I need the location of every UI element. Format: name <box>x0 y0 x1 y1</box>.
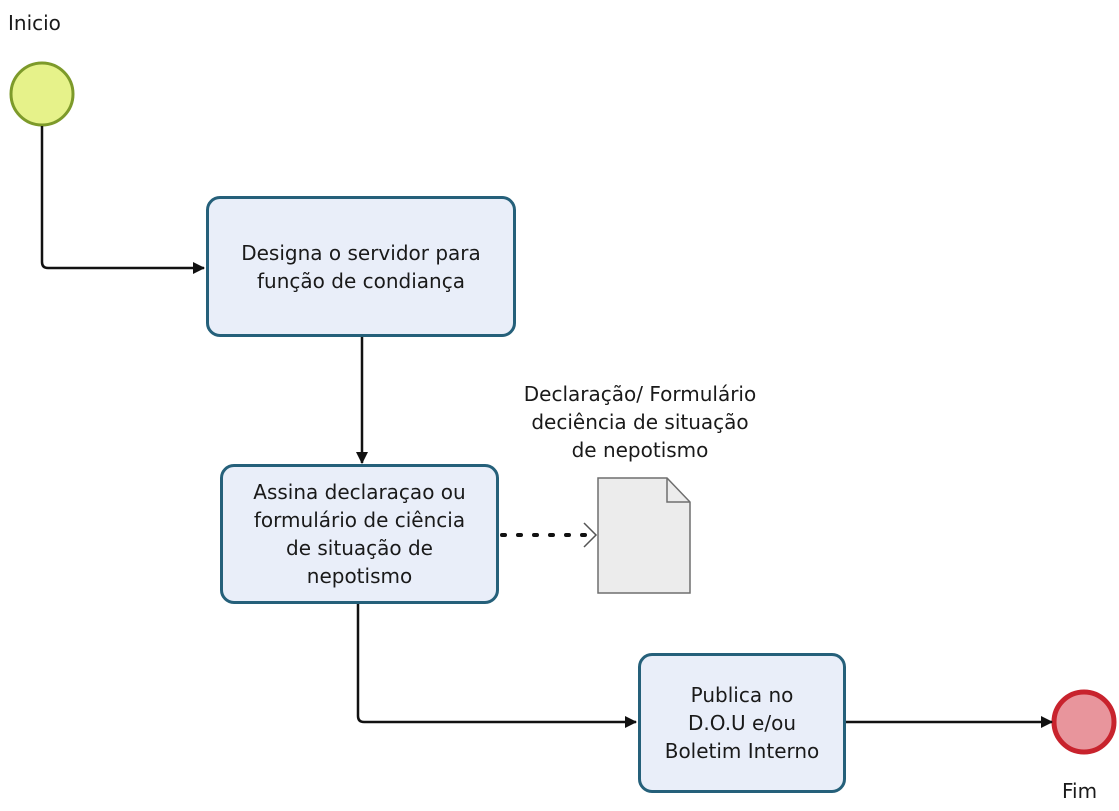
task-assina-declaracao[interactable]: Assina declaraçao ou formulário de ciênc… <box>220 464 499 604</box>
task-label-line: Boletim Interno <box>664 739 820 763</box>
task-label-line: nepotismo <box>306 564 413 588</box>
start-event-label: Inicio <box>8 11 61 35</box>
task-label: Assina declaraçao ou formulário de ciênc… <box>253 478 465 590</box>
document-label-line: de nepotismo <box>571 438 709 462</box>
task-label: Designa o servidor para função de condia… <box>241 239 481 295</box>
task-publica-dou[interactable]: Publica no D.O.U e/ou Boletim Interno <box>638 653 846 793</box>
task-designa-servidor[interactable]: Designa o servidor para função de condia… <box>206 196 516 337</box>
task-label-line: D.O.U e/ou <box>688 711 796 735</box>
task-label-line: de situação de <box>286 536 433 560</box>
sequence-flow-assina-to-publica <box>356 604 637 728</box>
document-label: Declaração/ Formulário deciência de situ… <box>495 380 785 464</box>
start-event-circle[interactable] <box>9 61 75 127</box>
task-label: Publica no D.O.U e/ou Boletim Interno <box>665 681 820 765</box>
sequence-flow-start-to-designa <box>40 126 205 274</box>
document-label-line: Declaração/ Formulário <box>523 382 757 406</box>
task-label-line: Publica no <box>690 683 794 707</box>
data-association-arrowhead <box>583 522 598 548</box>
end-event-label: Fim <box>1062 779 1098 803</box>
task-label-line: Assina declaraçao ou <box>253 480 466 504</box>
task-label-line: função de condiança <box>257 268 465 293</box>
end-event-circle[interactable] <box>1051 689 1117 755</box>
document-icon[interactable] <box>597 477 691 594</box>
task-label-line: Designa o servidor para <box>241 240 481 265</box>
document-label-line: deciência de situação <box>531 410 749 434</box>
task-label-line: formulário de ciência <box>253 508 466 532</box>
